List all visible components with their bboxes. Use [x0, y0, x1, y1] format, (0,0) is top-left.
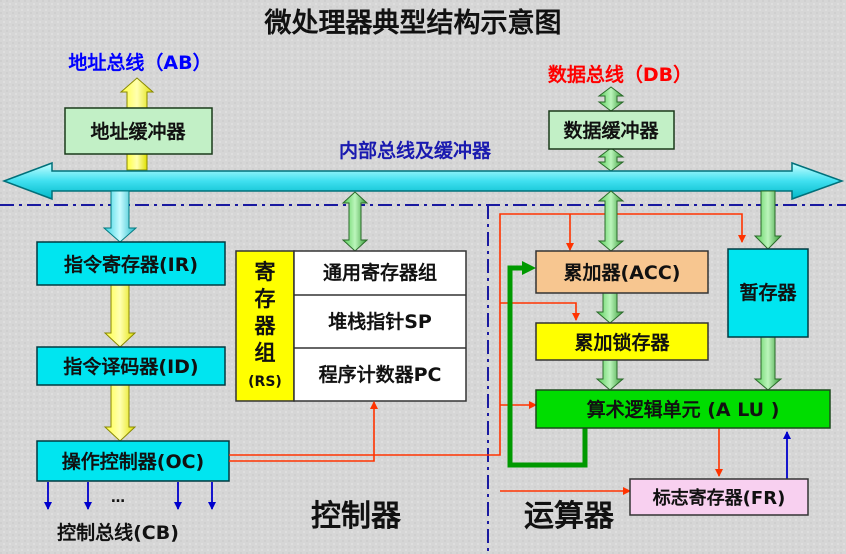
accumulator-box: [535, 250, 709, 294]
operation-controller-box: [36, 440, 230, 482]
temp-register-label: 暂存器: [739, 281, 797, 304]
temp-to-alu-arrow: [753, 336, 783, 391]
control-bus-label: 控制总线(CB): [57, 521, 179, 544]
id-to-oc-arrow: [103, 384, 137, 442]
address-bus-arrow: [119, 77, 155, 109]
flag-register-label: 标志寄存器(FR): [652, 487, 786, 509]
program-counter-label: 程序计数器PC: [319, 363, 442, 386]
register-set-char-4: 组: [255, 341, 276, 365]
address-buffer-connector: [126, 152, 148, 171]
data-buffer-box: [548, 110, 675, 150]
data-buffer-label: 数据缓冲器: [563, 119, 659, 142]
register-set-char-2: 存: [255, 287, 276, 311]
register-set-abbr: (RS): [248, 374, 282, 390]
ctrl-to-latch-line: [500, 302, 580, 321]
accumulator-latch-box: [535, 322, 709, 361]
register-set-char-3: 器: [254, 314, 277, 338]
internal-bus-arrow: [1, 161, 845, 201]
bus-to-temp-arrow: [753, 190, 783, 250]
operation-controller-label: 操作控制器(OC): [62, 450, 204, 473]
alu-feedback-loop: [507, 265, 588, 468]
address-buffer-label: 地址缓冲器: [90, 120, 186, 143]
stack-pointer-label: 堆栈指针SP: [328, 310, 432, 333]
internal-bus-label: 内部总线及缓冲器: [339, 139, 492, 162]
instruction-decoder-box: [36, 346, 226, 386]
control-bus-ellipsis: …: [111, 490, 125, 506]
controller-region-label: 控制器: [311, 499, 402, 534]
general-registers-label: 通用寄存器组: [323, 261, 437, 284]
latch-to-alu-arrow: [595, 359, 625, 391]
accumulator-label: 累加器(ACC): [564, 262, 681, 284]
acc-to-latch-arrow: [595, 292, 625, 324]
page-title: 微处理器典型结构示意图: [264, 7, 562, 39]
address-buffer-box: [64, 107, 213, 155]
bus-to-ir-arrow: [102, 190, 138, 243]
register-set-char-1: 寄: [255, 260, 276, 284]
alu-label: 算术逻辑单元 (A LU ): [587, 398, 780, 421]
oc-to-pc-line: [229, 401, 378, 462]
alu-box: [535, 389, 831, 429]
accumulator-latch-label: 累加锁存器: [574, 331, 670, 354]
arithmetic-region-label: 运算器: [524, 499, 615, 534]
temp-register-box: [727, 248, 809, 338]
register-set-label-box: [235, 250, 295, 402]
address-bus-label: 地址总线（AB）: [68, 51, 211, 74]
flag-register-box: [629, 478, 809, 516]
oc-to-temp-line: [229, 213, 746, 456]
instruction-register-box: [36, 241, 226, 286]
register-set-table: [293, 250, 467, 402]
ir-to-id-arrow: [103, 284, 137, 348]
instruction-register-label: 指令寄存器(IR): [64, 253, 198, 276]
alu-feedback-arrowhead: [522, 261, 536, 275]
data-bus-label: 数据总线（DB）: [548, 63, 692, 86]
instruction-decoder-label: 指令译码器(ID): [63, 355, 198, 378]
